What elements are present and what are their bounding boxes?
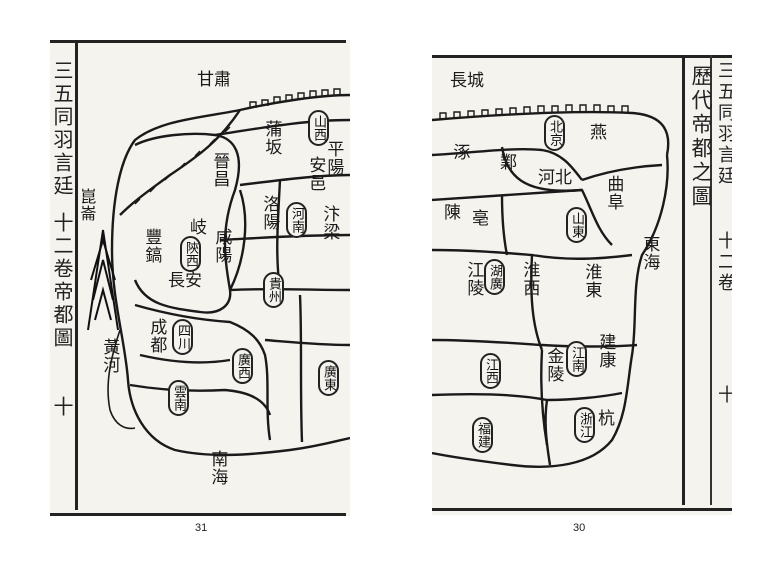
region-line bbox=[219, 233, 350, 242]
badge-shanxi: 山西 bbox=[308, 110, 329, 146]
label-jiankang: 建康 bbox=[595, 333, 616, 369]
badge-guizhou: 貴州 bbox=[263, 272, 284, 308]
label-qufu: 曲阜 bbox=[603, 175, 624, 211]
region-line bbox=[432, 338, 638, 348]
badge-shandong: 山東 bbox=[566, 207, 587, 243]
label-huaidong: 淮東 bbox=[581, 263, 602, 299]
region-line bbox=[228, 189, 247, 291]
margin-chapter-right: 十二卷 bbox=[715, 231, 732, 294]
margin-rule bbox=[75, 40, 78, 510]
page-number-left: 31 bbox=[195, 522, 208, 534]
margin-title-right: 三五同羽言廷 bbox=[715, 61, 732, 187]
label-pingyang: 平陽 bbox=[323, 140, 344, 176]
label-donghai: 東海 bbox=[639, 235, 660, 271]
land-boundary bbox=[110, 93, 350, 457]
label-luoyang: 洛陽 bbox=[259, 195, 280, 231]
wall-ridge bbox=[119, 109, 241, 216]
label-changcheng: 長城 bbox=[450, 71, 484, 91]
region-line bbox=[239, 173, 350, 187]
map-regions-right bbox=[432, 104, 670, 468]
region-line bbox=[214, 118, 350, 137]
badge-guangdong: 廣東 bbox=[318, 360, 339, 396]
badge-beijing: 北京 bbox=[544, 115, 565, 151]
label-jinchang: 晉昌 bbox=[209, 152, 230, 188]
map-regions-left bbox=[107, 88, 350, 457]
label-anyi: 安邑 bbox=[305, 156, 326, 192]
region-line bbox=[432, 147, 583, 181]
label-bo: 亳 bbox=[472, 209, 489, 229]
label-hang: 杭 bbox=[598, 409, 615, 429]
label-huanghe: 黃河 bbox=[99, 338, 120, 374]
label-puban: 蒲坂 bbox=[261, 120, 282, 156]
region-line bbox=[139, 353, 231, 364]
label-changan: 長安 bbox=[168, 271, 202, 291]
wall-crenellations bbox=[439, 104, 629, 119]
label-jiangling: 江陵 bbox=[463, 261, 484, 297]
badge-guangxi: 廣西 bbox=[232, 348, 253, 384]
badge-henan: 河南 bbox=[286, 202, 307, 238]
label-jinling: 金陵 bbox=[543, 347, 564, 383]
region-line bbox=[298, 294, 304, 443]
title-column-rule-inner bbox=[710, 55, 712, 505]
badge-yunnan: 雲南 bbox=[168, 380, 189, 416]
region-line bbox=[229, 287, 350, 292]
badge-huguang: 湖廣 bbox=[484, 259, 505, 295]
margin-folio-right: 十 bbox=[715, 385, 732, 406]
label-chengdu: 成都 bbox=[146, 318, 167, 354]
region-line bbox=[530, 254, 544, 351]
badge-jiangxi: 江西 bbox=[480, 353, 501, 389]
region-line bbox=[500, 194, 509, 256]
label-qi: 岐 bbox=[190, 218, 207, 238]
kunlun-mountain bbox=[87, 229, 119, 331]
region-line bbox=[264, 338, 350, 347]
region-line bbox=[432, 188, 583, 202]
map-page-left: 三五同羽言廷 十二卷帝都圖 十 甘肅 崑崙 蒲坂 平陽 安邑 晉昌 岐 咸陽 洛… bbox=[50, 40, 350, 516]
frame-border bbox=[432, 55, 732, 511]
label-nanhai: 南海 bbox=[207, 450, 228, 486]
map-title: 歷代帝都之圖 bbox=[689, 65, 713, 209]
region-line bbox=[544, 399, 552, 466]
label-chen: 陳 bbox=[444, 203, 461, 223]
badge-fujian: 福建 bbox=[472, 417, 493, 453]
region-line bbox=[581, 163, 663, 182]
region-line bbox=[134, 303, 272, 441]
label-huaixi: 淮西 bbox=[519, 261, 540, 297]
badge-zhejiang: 浙江 bbox=[574, 407, 595, 443]
label-fenghao: 豐鎬 bbox=[141, 228, 162, 264]
region-line bbox=[432, 391, 623, 402]
frame-border bbox=[50, 40, 346, 516]
wall-crenellations bbox=[134, 88, 341, 205]
yellow-river bbox=[107, 329, 136, 430]
label-zhuo: 涿 bbox=[449, 143, 470, 161]
region-line bbox=[129, 383, 272, 416]
label-kunlun: 崑崙 bbox=[77, 188, 97, 222]
wall-line bbox=[432, 110, 670, 156]
label-xianyang: 咸陽 bbox=[211, 228, 232, 264]
badge-jiangnan: 江南 bbox=[566, 341, 587, 377]
margin-folio: 十 bbox=[50, 396, 74, 419]
label-hebei: 河北 bbox=[538, 168, 572, 188]
label-ye: 鄴 bbox=[500, 153, 517, 173]
margin-chapter: 十二卷帝都圖 bbox=[50, 212, 74, 350]
badge-shaanxi: 陝西 bbox=[180, 236, 201, 272]
title-column-rule bbox=[682, 55, 685, 505]
coast-line bbox=[432, 154, 669, 468]
label-gansu: 甘肅 bbox=[197, 70, 231, 90]
badge-sichuan: 四川 bbox=[172, 319, 193, 355]
map-page-right: 歷代帝都之圖 三五同羽言廷 十二卷 十 長城 燕 涿 鄴 河北 曲阜 陳 亳 東… bbox=[432, 55, 732, 515]
label-bianliang: 汴梁 bbox=[319, 205, 340, 241]
page-number-right: 30 bbox=[573, 522, 586, 534]
margin-title: 三五同羽言廷 bbox=[50, 60, 74, 198]
label-yan: 燕 bbox=[590, 123, 607, 143]
